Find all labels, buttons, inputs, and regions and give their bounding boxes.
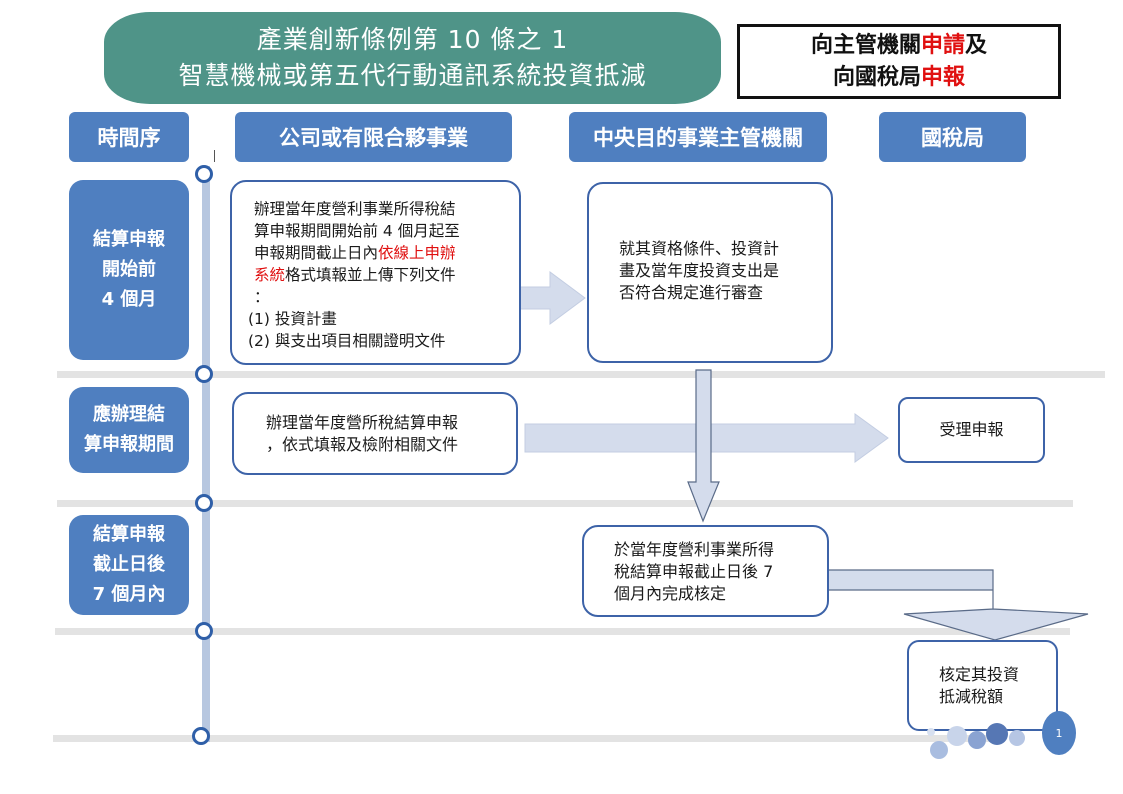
page-number: 1 [1055,727,1063,740]
company-file-line-1: 辦理當年度營所稅結算申報 [266,413,459,432]
authority-review-line-3: 否符合規定進行審查 [619,283,764,302]
action-line-1-prefix: 向主管機關 [810,32,921,58]
document-item-2: (2) 與支出項目相關證明文件 [248,332,446,350]
timeline-node-2 [195,365,213,383]
row-divider-3 [55,628,1070,635]
action-line-2-highlight: 申報 [921,64,966,90]
action-line-1-highlight: 申請 [920,32,965,58]
row-divider-4 [53,735,993,742]
authority-verify-line-2: 稅結算申報截止日後 7 [614,562,774,581]
phase-2-line-2: 算申報期間 [84,434,174,455]
header-time-order: 時間序 [69,112,189,162]
tax-accept-text: 受理申報 [939,420,1004,439]
timeline-node-1 [195,165,213,183]
authority-review-line-1: 就其資格條件、投資計 [619,239,780,258]
online-system-highlight-cont: 系統 [254,266,286,284]
company-apply-line-4: 系統格式填報並上傳下列文件 [254,264,509,286]
company-apply-line-4-suffix: 格式填報並上傳下列文件 [285,266,456,284]
timeline-node-3 [195,494,213,512]
timeline-bar [202,166,210,742]
action-summary-box: 向主管機關申請及 向國稅局申報 [737,24,1061,99]
authority-verify-line-1: 於當年度營利事業所得 [614,540,775,559]
box-tax-accept: 受理申報 [898,397,1045,463]
timeline-tick [214,150,215,162]
phase-before-filing: 結算申報 開始前 4 個月 [69,180,189,360]
company-file-line-2: ，依式填報及檢附相關文件 [266,435,459,454]
action-line-2: 向國稅局申報 [833,62,965,94]
title-line-2: 智慧機械或第五代行動通訊系統投資抵減 [178,61,647,90]
box-tax-approve: 核定其投資 抵減稅額 [907,640,1058,731]
phase-3-line-1: 結算申報 [93,524,165,545]
phase-3-line-3: 7 個月內 [92,584,166,605]
box-company-file: 辦理當年度營所稅結算申報 ，依式填報及檢附相關文件 [232,392,518,475]
company-apply-line-1: 辦理當年度營利事業所得稅結 [254,200,456,218]
tax-approve-line-1: 核定其投資 [939,665,1020,684]
phase-1-line-3: 4 個月 [101,289,157,310]
arrow-review-to-verify [687,369,720,523]
action-line-2-prefix: 向國稅局 [832,64,921,90]
online-system-highlight: 依線上申辦 [378,244,456,262]
phase-after-deadline: 結算申報 截止日後 7 個月內 [69,515,189,615]
header-central-authority: 中央目的事業主管機關 [569,112,827,162]
tax-approve-line-2: 抵減稅額 [939,687,1004,706]
title-line-1: 產業創新條例第 10 條之 1 [256,25,569,54]
row-divider-1 [57,371,1105,378]
company-apply-line-3: 申報期間截止日內依線上申辦 [254,242,509,264]
timeline-node-4 [195,622,213,640]
box-company-apply: 辦理當年度營利事業所得稅結 算申報期間開始前 4 個月起至 申報期間截止日內依線… [230,180,521,365]
arrow-verify-to-approve [826,569,1089,641]
box-authority-verify: 於當年度營利事業所得 稅結算申報截止日後 7 個月內完成核定 [582,525,829,617]
decorative-dots [927,723,1025,759]
row-divider-2 [57,500,1073,507]
page-number-badge: 1 [1042,711,1076,755]
phase-1-line-1: 結算申報 [93,229,165,250]
arrow-apply-to-review [518,271,586,325]
company-apply-line-2: 算申報期間開始前 4 個月起至 [254,222,460,240]
company-apply-colon: ： [254,288,270,306]
phase-3-line-2: 截止日後 [93,554,165,575]
company-apply-line-3-prefix: 申報期間截止日內 [254,244,379,262]
phase-2-line-1: 應辦理結 [93,404,165,425]
authority-verify-line-3: 個月內完成核定 [614,584,727,603]
action-line-1-suffix: 及 [965,32,988,58]
header-tax-bureau: 國稅局 [879,112,1026,162]
authority-review-line-2: 畫及當年度投資支出是 [619,261,780,280]
phase-1-line-2: 開始前 [102,259,156,280]
header-company: 公司或有限合夥事業 [235,112,512,162]
phase-filing-period: 應辦理結 算申報期間 [69,387,189,473]
action-line-1: 向主管機關申請及 [811,30,987,62]
title-banner: 產業創新條例第 10 條之 1 智慧機械或第五代行動通訊系統投資抵減 [104,12,721,104]
timeline-node-5 [192,727,210,745]
box-authority-review: 就其資格條件、投資計 畫及當年度投資支出是 否符合規定進行審查 [587,182,833,363]
document-item-1: (1) 投資計畫 [248,310,337,328]
